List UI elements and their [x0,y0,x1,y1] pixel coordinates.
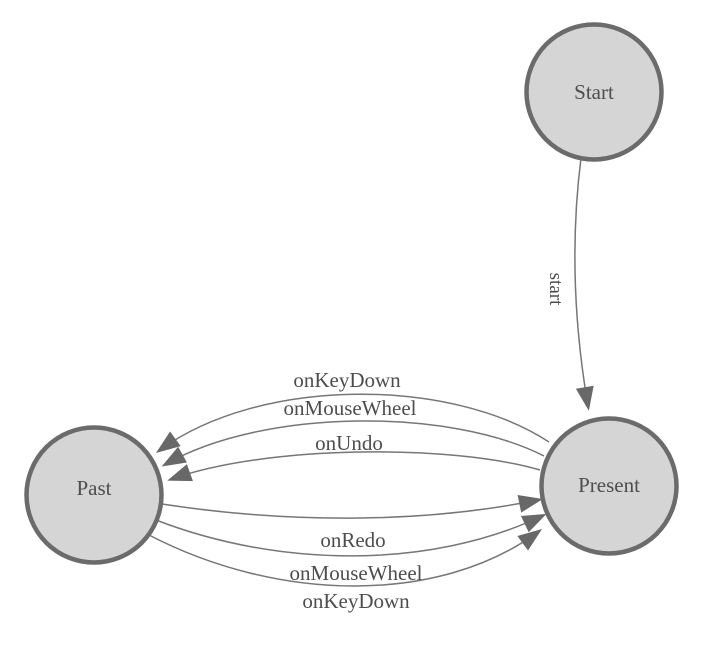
edge-present-to-past-onundo[interactable] [167,451,541,482]
edge-group [148,157,594,587]
edge-past-to-present-onkeydown[interactable] [148,529,543,587]
node-present-circle[interactable] [539,416,679,556]
node-start[interactable]: Start [524,22,664,162]
edge-past-to-present-onredo[interactable] [161,494,543,519]
edge-label-onkeydown-bottom: onKeyDown [302,589,410,613]
node-past-circle[interactable] [24,425,164,565]
edge-start-to-present[interactable] [574,157,594,411]
edge-past-to-present-onmousewheel[interactable] [155,513,547,557]
edge-present-to-past-onkeydown[interactable] [155,393,550,453]
node-present[interactable]: Present [539,416,679,556]
edge-label-start: start [545,273,566,306]
edge-label-group: start onKeyDown onMouseWheel onUndo onRe… [284,273,566,613]
edge-label-onmousewheel-top: onMouseWheel [284,396,417,420]
node-start-circle[interactable] [524,22,664,162]
edge-present-to-past-onmousewheel[interactable] [161,420,545,467]
edge-label-onredo: onRedo [320,528,385,552]
edge-label-onmousewheel-bottom: onMouseWheel [290,561,423,585]
edge-label-onkeydown-top: onKeyDown [293,368,401,392]
node-past[interactable]: Past [24,425,164,565]
